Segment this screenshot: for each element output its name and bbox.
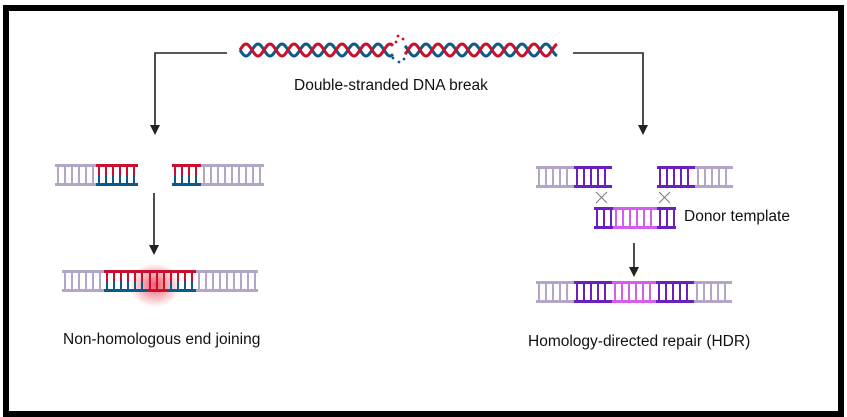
arrow-to-hdr	[573, 52, 648, 135]
dsb-label: Double-stranded DNA break	[294, 77, 488, 94]
ligation-site-highlight	[129, 263, 181, 307]
nhej-label: Non-homologous end joining	[63, 331, 261, 348]
break-fragment-dot	[391, 56, 395, 60]
dna-double-helix-icon	[238, 34, 558, 64]
break-fragment-dot	[401, 37, 405, 41]
nhej-joined-dna	[62, 270, 258, 292]
break-fragment-dot	[396, 34, 400, 38]
dna-strand	[238, 42, 395, 58]
hdr-fragment-right	[657, 166, 733, 188]
break-fragment-dot	[402, 57, 406, 61]
break-fragment-dot	[394, 40, 398, 44]
dna-strand	[238, 42, 395, 58]
hdr-fragment-left	[536, 166, 612, 188]
hdr-repaired-dna	[536, 281, 732, 303]
diagram-frame	[3, 5, 844, 417]
nhej-fragment-right	[172, 164, 264, 186]
dna-strand	[403, 42, 558, 58]
crossover-mark-right-icon	[658, 191, 671, 204]
donor-template-dna	[594, 207, 676, 229]
break-fragment-dot	[397, 60, 401, 64]
donor-template-label: Donor template	[684, 208, 790, 225]
crossover-mark-left-icon	[595, 191, 608, 204]
dna-strand	[403, 42, 558, 58]
arrow-to-nhej	[150, 52, 227, 135]
nhej-fragment-left	[55, 164, 138, 186]
hdr-label: Homology-directed repair (HDR)	[528, 333, 751, 350]
